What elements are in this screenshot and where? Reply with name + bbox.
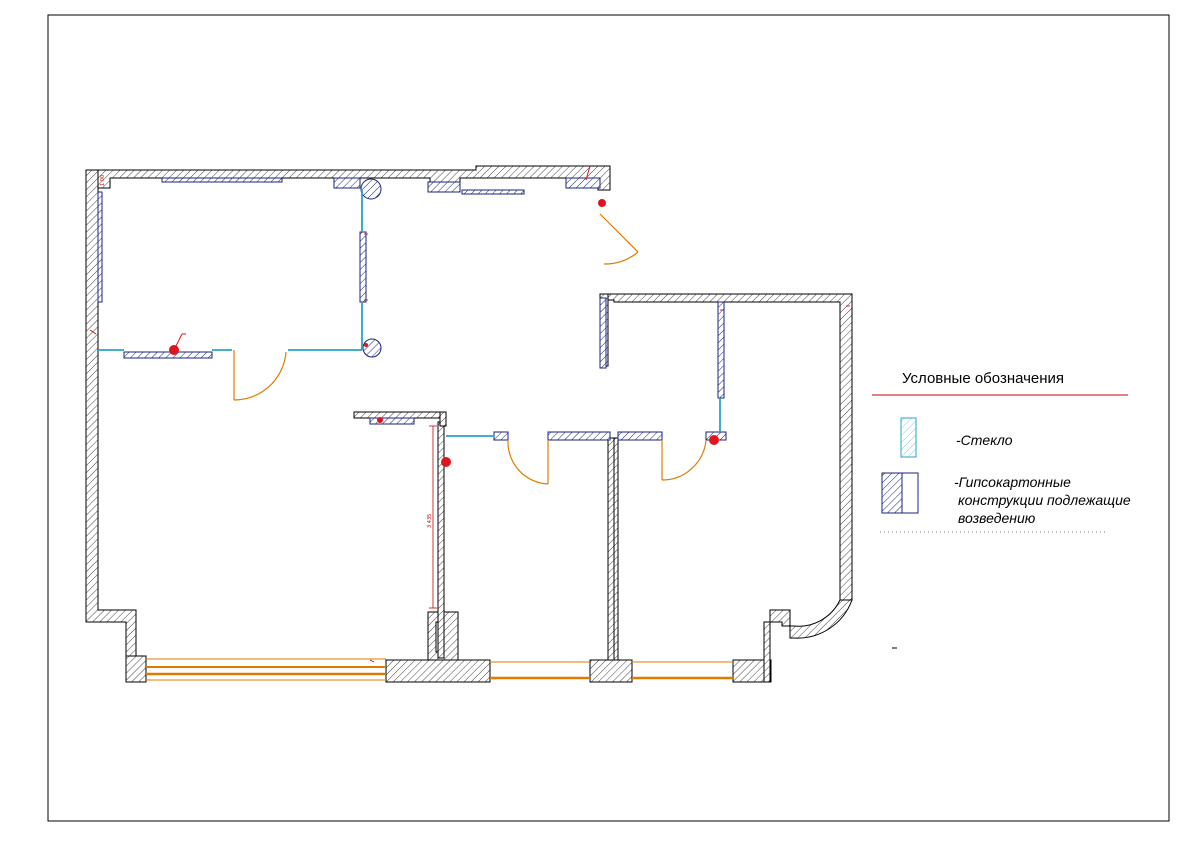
legend-drywall-label-line1: -Гипсокартонные (954, 474, 1071, 490)
reference-ticks (89, 233, 850, 663)
columns (360, 178, 382, 358)
legend-glass-label: -Стекло (956, 432, 1013, 448)
windows (146, 658, 733, 681)
legend-drywall-label-line3: возведению (958, 510, 1036, 526)
exterior-walls (85, 165, 853, 683)
wall-left (85, 169, 137, 673)
wall-right-top (605, 293, 853, 601)
wall-bottom-pier-3 (589, 659, 633, 683)
wall-bottom-pier-2 (385, 659, 491, 683)
legend-title: Условные обозначения (902, 370, 1065, 387)
sheet-frame (47, 14, 1170, 822)
doors (233, 213, 707, 485)
wall-bottom-pier-4 (732, 659, 772, 683)
legend-drywall-swatch (881, 472, 919, 514)
dimension-vertical (429, 425, 437, 609)
fixture-leaders (175, 165, 591, 347)
dimension-vertical-label: 3 435 (427, 514, 433, 528)
fixtures (169, 199, 719, 467)
drywall-partitions (97, 177, 727, 441)
glass-partitions (98, 190, 721, 437)
wall-bay-round (763, 599, 853, 683)
legend-glass-swatch (900, 417, 917, 458)
interior-partitions (353, 411, 619, 661)
dimension-small-tag: 1 00 (100, 175, 106, 186)
legend-drywall-label-line2: конструкции подлежащие (958, 492, 1131, 508)
wall-bottom-pier-1 (125, 655, 147, 683)
